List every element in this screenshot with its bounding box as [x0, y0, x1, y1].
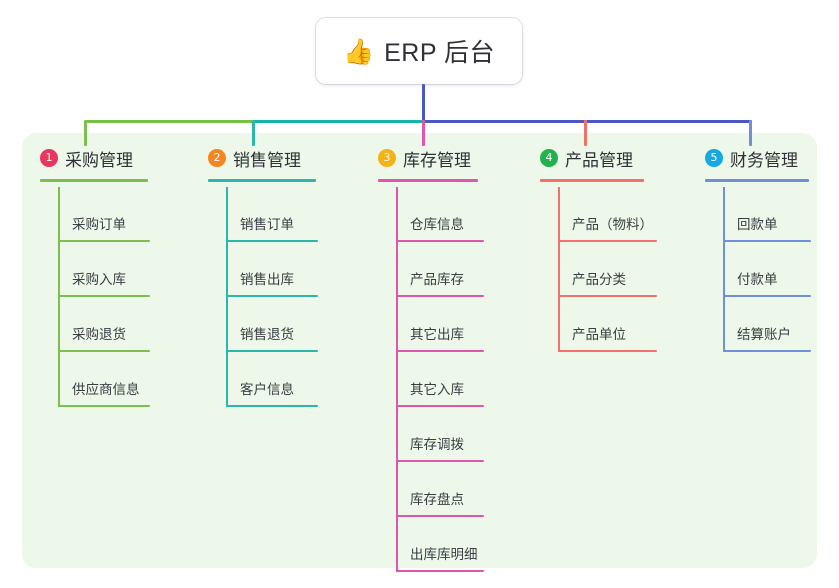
- leaf-item-rule: [226, 405, 318, 407]
- thumbs-up-icon: 👍: [342, 36, 375, 66]
- leaf-item-label: 产品（物料）: [572, 217, 653, 232]
- leaf-item-rule: [226, 295, 318, 297]
- leaf-item-label: 其它出库: [410, 327, 464, 342]
- column-index-badge: 1: [40, 149, 58, 167]
- drop-line-column-1: [84, 120, 87, 146]
- column-header-rule: [540, 179, 644, 182]
- leaf-item-rule: [723, 240, 811, 242]
- leaf-item-rule: [396, 295, 484, 297]
- column-2: 2 销售管理销售订单销售出库销售退货客户信息: [208, 146, 318, 407]
- leaf-spine-line: [58, 187, 60, 407]
- root-node[interactable]: 👍 ERP 后台: [316, 18, 522, 84]
- leaf-item-label: 结算账户: [737, 327, 791, 342]
- leaf-item-rule: [58, 240, 150, 242]
- leaf-item-label: 库存盘点: [410, 492, 464, 507]
- leaf-item-rule: [396, 515, 484, 517]
- column-header-1[interactable]: 1 采购管理: [40, 146, 133, 170]
- leaf-item-label: 出库库明细: [410, 547, 478, 562]
- leaf-item-rule: [558, 295, 657, 297]
- column-index-badge: 3: [378, 149, 396, 167]
- leaf-item-label: 产品单位: [572, 327, 626, 342]
- leaf-item-rule: [558, 350, 657, 352]
- leaf-spine-line: [723, 187, 725, 352]
- leaf-item-label: 销售退货: [240, 327, 294, 342]
- leaf-item-label: 销售订单: [240, 217, 294, 232]
- leaf-item-label: 采购退货: [72, 327, 126, 342]
- column-title: 采购管理: [65, 150, 133, 170]
- column-header-rule: [705, 179, 809, 182]
- leaf-item-rule: [58, 350, 150, 352]
- leaf-spine-line: [558, 187, 560, 352]
- leaf-item-label: 库存调拨: [410, 437, 464, 452]
- column-1: 1 采购管理采购订单采购入库采购退货供应商信息: [40, 146, 150, 407]
- bus-indigo-segment: [423, 120, 752, 123]
- column-header-rule: [378, 179, 478, 182]
- leaf-item-label: 采购入库: [72, 272, 126, 287]
- column-4: 4 产品管理产品（物料） 产品分类产品单位: [540, 146, 657, 352]
- leaf-item-label: 回款单: [737, 217, 778, 232]
- leaf-item-label: 客户信息: [240, 382, 294, 397]
- leaf-item-rule: [396, 460, 484, 462]
- column-header-2[interactable]: 2 销售管理: [208, 146, 301, 170]
- leaf-spine-line: [226, 187, 228, 407]
- column-title: 财务管理: [730, 150, 798, 170]
- drop-line-column-2: [252, 120, 255, 146]
- leaf-item-label: 其它入库: [410, 382, 464, 397]
- leaf-item-label: 产品分类: [572, 272, 626, 287]
- leaf-item-rule: [226, 350, 318, 352]
- leaf-item-rule: [396, 405, 484, 407]
- root-node-label: ERP 后台: [384, 39, 496, 67]
- bus-green-segment: [85, 120, 254, 123]
- leaf-item-rule: [723, 295, 811, 297]
- leaf-item-rule: [558, 240, 657, 242]
- bus-teal-segment: [253, 120, 424, 123]
- leaf-item-rule: [58, 405, 150, 407]
- column-index-badge: 4: [540, 149, 558, 167]
- column-title: 产品管理: [565, 150, 633, 170]
- drop-line-column-5: [749, 120, 752, 146]
- column-title: 销售管理: [233, 150, 301, 170]
- leaf-item-rule: [226, 240, 318, 242]
- column-header-5[interactable]: 5 财务管理: [705, 146, 798, 170]
- root-stem-line: [422, 84, 425, 123]
- leaf-item-label: 产品库存: [410, 272, 464, 287]
- leaf-item-rule: [396, 240, 484, 242]
- column-header-rule: [208, 179, 316, 182]
- leaf-item-label: 付款单: [737, 272, 778, 287]
- column-header-rule: [40, 179, 148, 182]
- leaf-item-rule: [396, 350, 484, 352]
- leaf-item-rule: [723, 350, 811, 352]
- column-title: 库存管理: [403, 150, 471, 170]
- leaf-item-label: 销售出库: [240, 272, 294, 287]
- column-index-badge: 5: [705, 149, 723, 167]
- leaf-item-label: 采购订单: [72, 217, 126, 232]
- leaf-item-rule: [58, 295, 150, 297]
- drop-line-column-3: [422, 120, 425, 146]
- leaf-item-rule: [396, 570, 484, 572]
- leaf-spine-line: [396, 187, 398, 572]
- column-header-3[interactable]: 3 库存管理: [378, 146, 471, 170]
- column-header-4[interactable]: 4 产品管理: [540, 146, 633, 170]
- leaf-item-label: 仓库信息: [410, 217, 464, 232]
- drop-line-column-4: [584, 120, 587, 146]
- column-5: 5 财务管理回款单付款单结算账户: [705, 146, 811, 352]
- column-3: 3 库存管理仓库信息产品库存其它出库其它入库库存调拨库存盘点出库库明细: [378, 146, 484, 572]
- leaf-item-label: 供应商信息: [72, 382, 140, 397]
- column-index-badge: 2: [208, 149, 226, 167]
